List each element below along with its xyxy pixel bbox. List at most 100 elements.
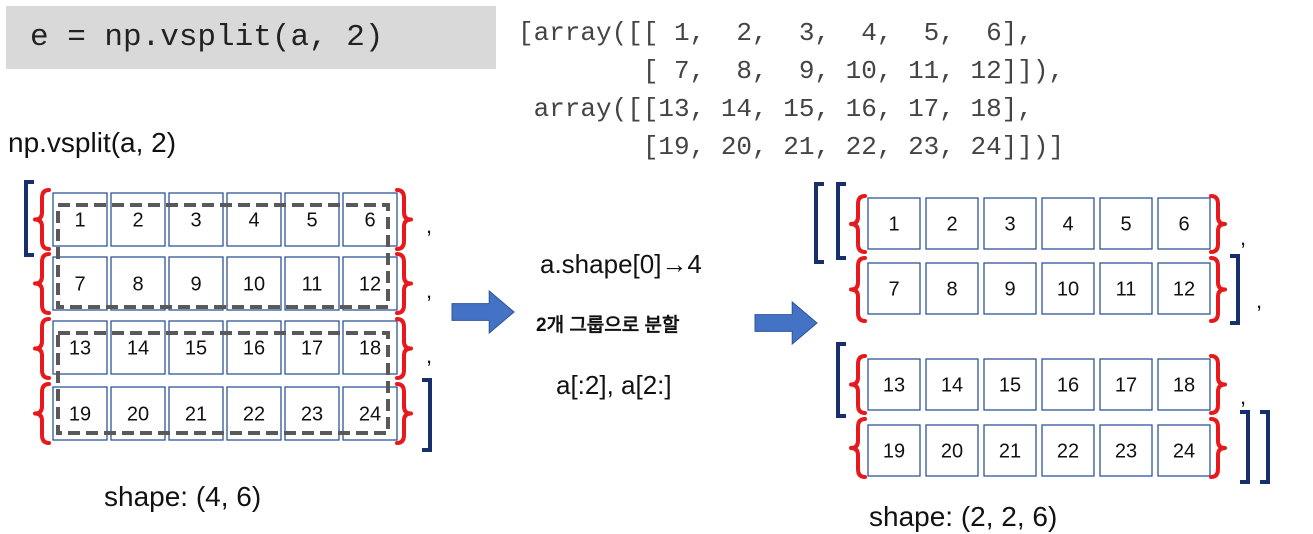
cell-value: 3 [1004,214,1015,236]
cell-box [867,358,921,411]
cell-box [284,320,340,375]
cell-value: 21 [185,404,207,426]
cell-value: 3 [190,210,201,232]
cell-box [1041,358,1095,411]
row-brace-right [1209,354,1227,415]
cell-box [110,192,166,247]
cell-box [925,197,979,250]
cell-box [284,192,340,247]
cell-box [1041,197,1095,250]
cell-box [925,358,979,411]
cell-box [110,320,166,375]
left-shape-label: shape: (4, 6) [104,481,262,512]
cell-value: 13 [883,375,905,397]
cell-box [226,192,282,247]
cell-value: 23 [301,404,323,426]
cell-value: 10 [243,274,265,296]
cell-value: 6 [364,210,375,232]
cell-box [925,262,979,315]
cell-value: 1 [888,214,899,236]
cell-value: 14 [941,375,963,397]
cell-value: 9 [1004,279,1015,301]
cell-box [342,256,398,311]
cell-box [168,192,224,247]
cell-box [168,256,224,311]
cell-box [1099,197,1153,250]
cell-value: 5 [306,210,317,232]
cell-box [1099,424,1153,477]
cell-box [983,262,1037,315]
cell-value: 1 [74,210,85,232]
comma-mark: , [426,278,432,303]
cell-box [1157,358,1211,411]
cell-box [52,192,108,247]
code-box: e = np.vsplit(a, 2) [6,6,496,69]
comma-mark: , [426,213,432,238]
row-brace-right [395,317,413,380]
cell-box [983,358,1037,411]
cell-box [867,197,921,250]
cell-box [925,424,979,477]
cell-value: 22 [1057,441,1079,463]
cell-value: 6 [1178,214,1189,236]
right-arrow-icon [754,300,818,346]
output-line: [ 7, 8, 9, 10, 11, 12]]), [518,56,1065,86]
group-bracket-open [836,342,846,418]
cell-value: 24 [1173,441,1195,463]
cell-box [168,320,224,375]
output-line: [array([[ 1, 2, 3, 4, 5, 6], [518,18,1033,48]
group-outline-bottom [56,331,390,435]
row-brace-right [395,188,413,251]
cell-value: 12 [359,274,381,296]
row-brace-right [395,382,413,445]
cell-value: 17 [301,338,323,360]
cell-box [1157,197,1211,250]
cell-value: 18 [359,338,381,360]
group-bracket-close [1230,254,1240,325]
cell-value: 11 [302,274,323,296]
outer-bracket-open [24,180,34,257]
cell-value: 22 [243,404,265,426]
cell-value: 20 [941,441,963,463]
cell-value: 24 [359,404,381,426]
cell-box [110,386,166,441]
slice-note: a[:2], a[2:] [556,370,672,400]
cell-value: 18 [1173,375,1195,397]
cell-value: 15 [185,338,207,360]
cell-box [867,262,921,315]
output-line: array([[13, 14, 15, 16, 17, 18], [518,94,1033,124]
comma-mark: , [1240,225,1246,250]
cell-box [983,197,1037,250]
cell-box [1099,262,1153,315]
row-brace-left [849,417,867,479]
code-text: e = np.vsplit(a, 2) [30,20,384,55]
cell-value: 14 [127,338,149,360]
row-brace-left [33,252,51,315]
comma-mark: , [1256,288,1262,313]
cell-value: 16 [1057,375,1079,397]
cell-box [52,320,108,375]
comma-mark: , [1240,384,1246,409]
cell-value: 19 [69,404,91,426]
cell-box [867,424,921,477]
left-label: np.vsplit(a, 2) [8,127,177,158]
cell-box [1041,262,1095,315]
comma-mark: , [426,343,432,368]
right-arrow-icon [451,289,515,335]
cell-box [226,256,282,311]
cell-value: 12 [1173,279,1195,301]
cell-value: 4 [1062,214,1073,236]
cell-box [342,386,398,441]
row-brace-left [849,354,867,415]
cell-value: 7 [888,279,899,301]
cell-value: 5 [1120,214,1131,236]
cell-value: 2 [132,210,143,232]
cell-value: 23 [1115,441,1137,463]
cell-box [226,320,282,375]
group-outline-top [56,203,390,309]
row-brace-left [33,382,51,445]
cell-value: 16 [243,338,265,360]
cell-value: 2 [946,214,957,236]
row-brace-left [849,194,867,254]
cell-value: 7 [74,274,85,296]
